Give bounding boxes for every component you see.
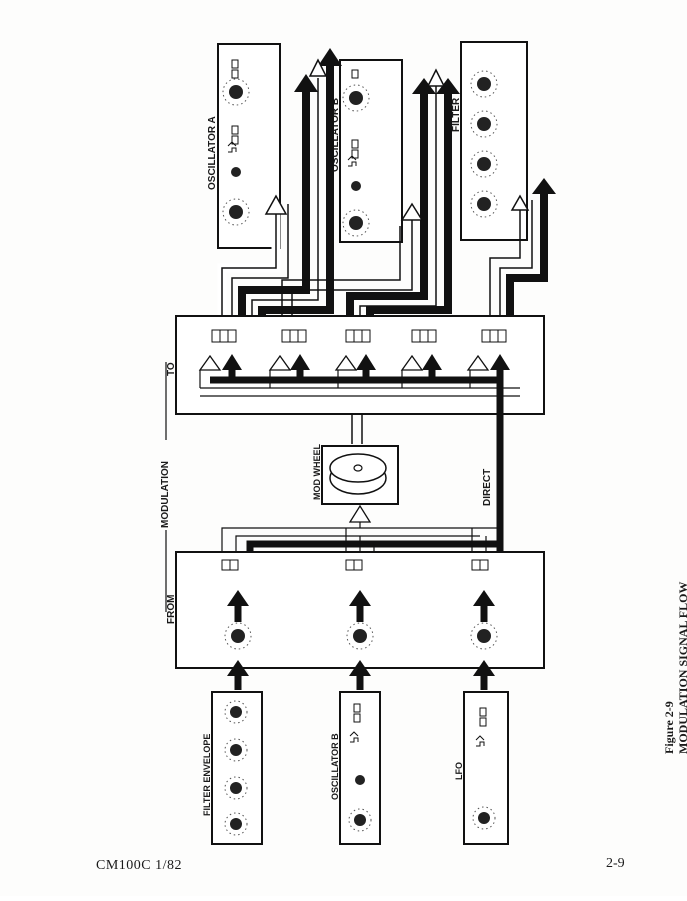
filter-knob-3 xyxy=(470,110,498,138)
lfo-controls xyxy=(472,707,496,830)
modulation-labels: MODULATION FROM TO xyxy=(160,362,177,624)
oscillator-a-title: OSCILLATOR A xyxy=(207,116,218,190)
to-panel xyxy=(175,315,545,415)
from-source-2-controls xyxy=(345,559,374,650)
modulation-label: MODULATION xyxy=(160,461,171,528)
filter-knob-1 xyxy=(470,190,498,218)
mod-wheel-label: MOD WHEEL xyxy=(312,444,322,500)
to-switch-group-2 xyxy=(281,329,307,343)
to-switch-group-5 xyxy=(481,329,507,343)
filter-knob-4 xyxy=(470,70,498,98)
mod-wheel: MOD WHEEL xyxy=(312,414,399,523)
to-label: TO xyxy=(166,362,177,376)
module-oscillator-b-top: OSCILLATOR B xyxy=(330,59,403,243)
figure-caption: Figure 2-9 MODULATION SIGNAL FLOW xyxy=(662,582,687,754)
document-code: CM100C 1/82 xyxy=(96,858,183,873)
figure-number: Figure 2-9 xyxy=(662,701,676,754)
filter-envelope-title: FILTER ENVELOPE xyxy=(202,734,212,816)
from-source-3-controls xyxy=(470,559,498,650)
to-panel-input-arrows xyxy=(198,354,510,371)
oscillator-b-bottom-controls xyxy=(348,703,372,832)
filter-title: FILTER xyxy=(451,97,462,132)
oscillator-b-top-knob-1 xyxy=(342,209,370,237)
from-panel-routing xyxy=(221,522,500,556)
from-panel xyxy=(175,522,545,669)
module-lfo: LFO xyxy=(454,691,509,845)
oscillator-a-switches xyxy=(227,59,239,153)
direct-path: DIRECT xyxy=(482,380,504,556)
figure-title: MODULATION SIGNAL FLOW xyxy=(676,581,687,754)
filter-knob-2 xyxy=(470,150,498,178)
oscillator-b-top-knob-3 xyxy=(342,84,370,112)
from-label: FROM xyxy=(166,595,177,624)
lfo-title: LFO xyxy=(454,762,464,780)
oscillator-a-knob-1 xyxy=(222,198,250,226)
input-arrows xyxy=(227,660,495,690)
from-source-1-controls xyxy=(221,559,252,650)
oscillator-b-bottom-title: OSCILLATOR B xyxy=(330,733,340,800)
arrow-osc-a-2 xyxy=(238,90,310,316)
to-switch-group-4 xyxy=(411,329,437,343)
module-oscillator-a: OSCILLATOR A xyxy=(207,43,281,249)
module-filter-envelope: FILTER ENVELOPE xyxy=(202,691,263,845)
arrow-osc-b-top-1 xyxy=(281,226,401,316)
arrow-filter-1 xyxy=(489,208,521,316)
module-oscillator-b-bottom: OSCILLATOR B xyxy=(330,691,381,845)
oscillator-a-knob-3 xyxy=(222,78,250,106)
direct-label: DIRECT xyxy=(482,469,493,506)
oscillator-b-top-switches xyxy=(347,69,359,167)
to-switch-group-1 xyxy=(211,329,237,343)
to-panel-bus xyxy=(199,368,520,397)
output-arrows xyxy=(217,48,556,316)
oscillator-a-knob-2 xyxy=(231,167,241,177)
oscillator-b-top-title: OSCILLATOR B xyxy=(330,98,341,172)
filter-envelope-knobs xyxy=(224,700,248,836)
oscillator-b-top-knob-2 xyxy=(351,181,361,191)
arrow-osc-b-top-2 xyxy=(346,92,428,316)
page-number: 2-9 xyxy=(606,856,625,871)
arrow-filter-2 xyxy=(506,192,548,316)
to-switch-group-3 xyxy=(345,329,371,343)
